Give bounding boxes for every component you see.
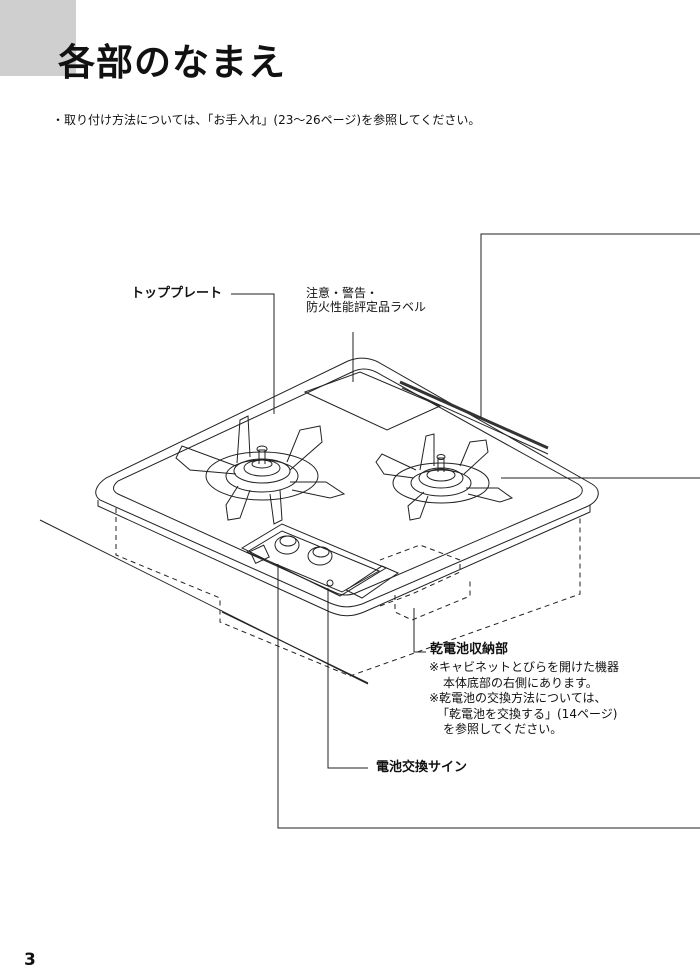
page-title: 各部のなまえ: [58, 41, 286, 84]
battery-note-line: ※乾電池の交換方法については、: [429, 691, 607, 705]
battery-note-line: ※キャビネットとびらを開けた機器: [429, 660, 620, 674]
label-battery-sign: 電池交換サイン: [376, 760, 468, 775]
label-battery-compartment: 乾電池収納部: [430, 642, 509, 657]
battery-note-line: 本体底部の右側にあります。: [443, 675, 598, 690]
battery-note: ※キャビネットとびらを開けた機器 本体底部の右側にあります。 ※乾電池の交換方法…: [429, 660, 619, 738]
page-number: 3: [24, 950, 36, 970]
battery-note-line: を参照してください。: [443, 722, 563, 736]
header-gray-tab: [0, 0, 76, 76]
battery-note-line: 「乾電池を交換する」(14ページ): [437, 706, 618, 721]
label-caution-line1: 注意・警告・: [306, 286, 379, 300]
intro-text: ・取り付け方法については、「お手入れ」(23～26ページ)を参照してください。: [52, 113, 481, 127]
label-caution-line2: 防火性能評定品ラベル: [306, 300, 427, 314]
label-top-plate: トッププレート: [131, 286, 223, 301]
